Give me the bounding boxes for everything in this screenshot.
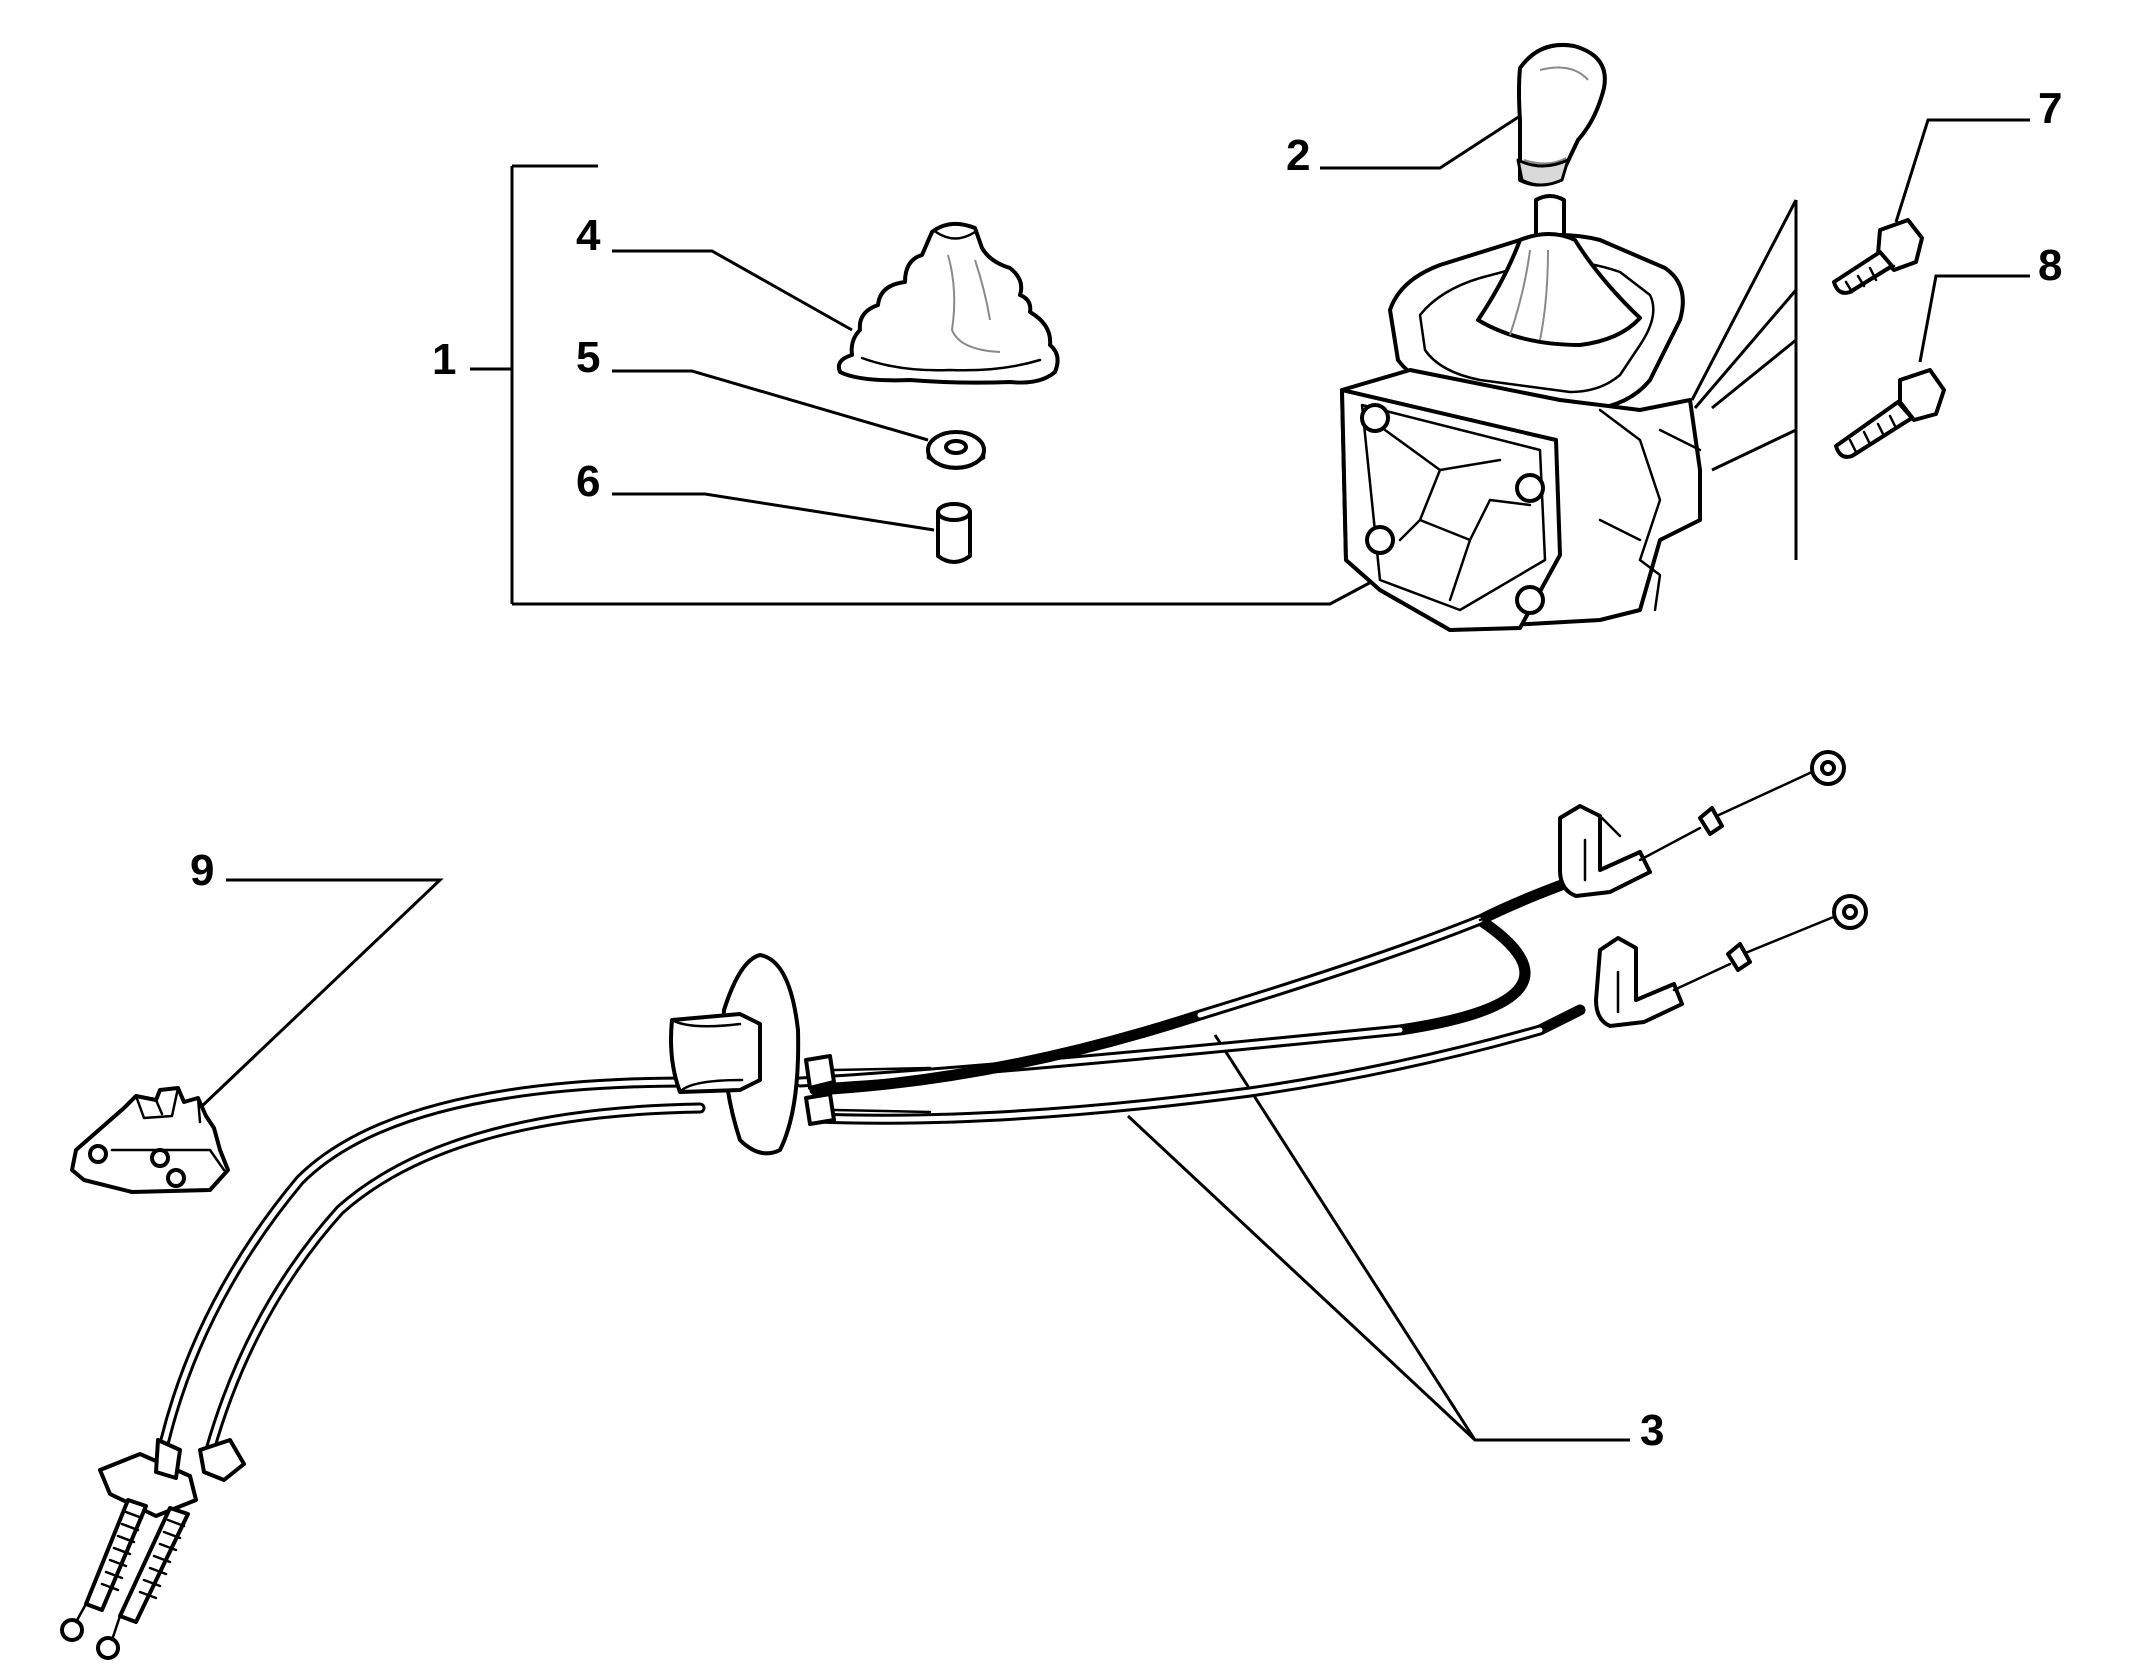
callout-label-1: 1 [432, 335, 456, 384]
callout-label-7: 7 [2038, 84, 2062, 133]
gear-knob [1516, 43, 1607, 187]
leader-lines [198, 114, 2030, 1442]
bolt-7 [1832, 218, 1924, 295]
bushing [936, 502, 972, 564]
callout-label-6: 6 [576, 457, 600, 506]
cable-bracket [70, 1086, 230, 1194]
gearshift-cables [60, 750, 1868, 1660]
callout-label-3: 3 [1640, 1406, 1664, 1455]
callout-label-8: 8 [2038, 241, 2062, 290]
bolt-8 [1834, 368, 1946, 459]
gear-selector-housing [1340, 194, 1702, 632]
callout-label-2: 2 [1286, 131, 1310, 180]
callout-label-4: 4 [576, 211, 601, 260]
callout-label-9: 9 [190, 846, 214, 895]
callout-label-5: 5 [576, 333, 600, 382]
gear-boot [836, 221, 1060, 385]
washer [926, 430, 986, 470]
